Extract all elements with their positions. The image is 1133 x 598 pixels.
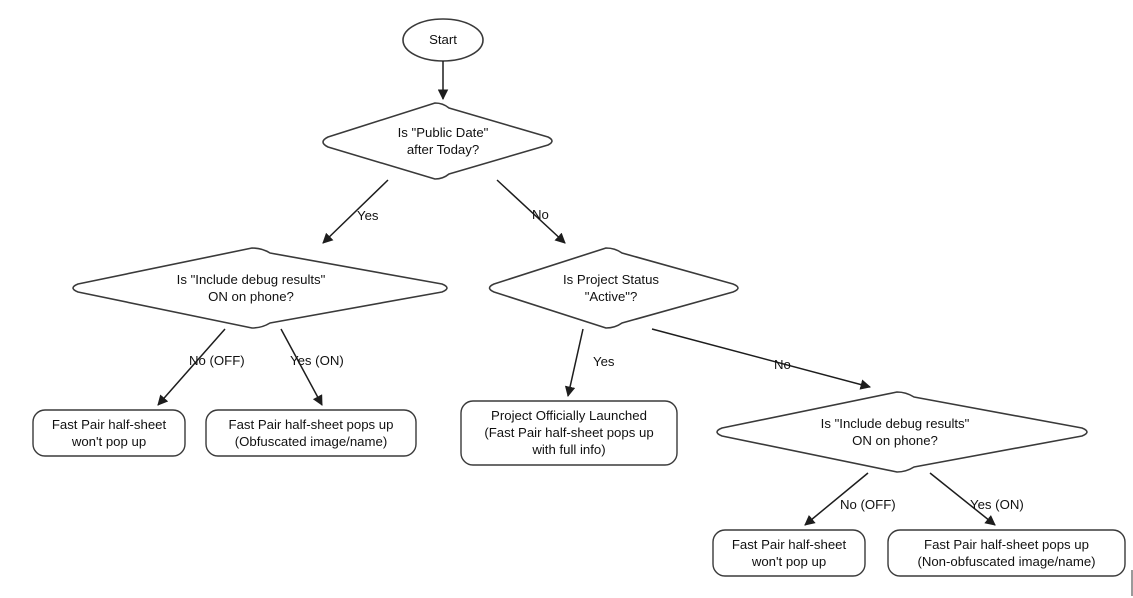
edge-label-debug-left-no: No (OFF) — [189, 353, 245, 368]
node-project-status-shape[interactable] — [488, 247, 739, 329]
edge-public-date-yes — [322, 179, 389, 244]
node-left-off-shape[interactable] — [32, 409, 186, 457]
node-left-on-shape[interactable] — [205, 409, 417, 457]
edge-label-project-status-yes: Yes — [593, 354, 615, 369]
node-right-off-shape[interactable] — [712, 529, 866, 577]
node-debug-right-shape[interactable] — [716, 391, 1088, 473]
page-edge-marker — [1131, 570, 1133, 596]
edge-label-project-status-no: No — [774, 357, 791, 372]
node-start-shape[interactable] — [402, 18, 484, 62]
edge-debug-left-yes — [280, 328, 323, 406]
node-public-date-shape[interactable] — [322, 102, 553, 180]
edge-label-public-date-yes: Yes — [357, 208, 379, 223]
edge-debug-right-yes — [929, 472, 996, 526]
node-launched-shape[interactable] — [460, 400, 678, 466]
edge-public-date-no — [496, 179, 566, 244]
edge-debug-right-no — [804, 472, 869, 526]
edge-label-debug-right-yes: Yes (ON) — [970, 497, 1024, 512]
edge-project-status-no — [651, 328, 872, 390]
edge-debug-left-no — [157, 328, 226, 406]
edge-label-public-date-no: No — [532, 207, 549, 222]
edge-label-debug-right-no: No (OFF) — [840, 497, 896, 512]
edge-label-debug-left-yes: Yes (ON) — [290, 353, 344, 368]
node-right-on-shape[interactable] — [887, 529, 1126, 577]
node-debug-left-shape[interactable] — [72, 247, 448, 329]
edge-project-status-yes — [564, 328, 584, 398]
